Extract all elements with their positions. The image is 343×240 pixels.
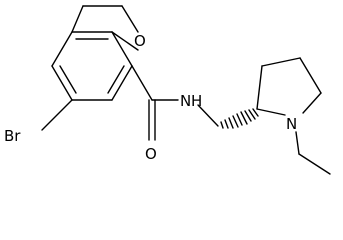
pyrrolidine-nitrogen-label: N	[286, 115, 297, 133]
bond-c3-c4	[261, 57, 301, 67]
bond-c4-c5	[51, 65, 73, 101]
bond-c5-n1	[302, 92, 322, 114]
bond-c3a-c4	[51, 31, 73, 67]
amide-nitrogen-label: N	[180, 92, 191, 110]
hash-8	[248, 109, 256, 120]
benzene-ring	[51, 31, 133, 101]
hash-5	[236, 113, 243, 126]
pyrrolidine-ring	[256, 57, 322, 116]
bond-o1-c7a	[111, 31, 139, 51]
hash-3	[228, 117, 234, 129]
methylene-link	[197, 104, 219, 127]
bond-c5-br	[41, 99, 73, 131]
amide-hydrogen-label: H	[191, 92, 202, 110]
hash-4	[232, 115, 239, 128]
hash-2	[224, 119, 229, 129]
hash-1	[220, 121, 224, 129]
hashed-wedge-bond	[220, 108, 259, 129]
bond-c2-o1	[121, 5, 139, 33]
hash-7	[244, 110, 252, 122]
bromine-bond	[41, 99, 73, 131]
double-bond-c6-c7-inner	[107, 65, 125, 94]
bond-c3a-c3	[71, 5, 84, 33]
amide-group	[131, 65, 179, 141]
molecule-structure: Br O N H O N	[4, 5, 331, 175]
bond-n1-ch2	[295, 131, 300, 155]
bond-n-ch2	[197, 104, 219, 127]
bromine-label: Br	[4, 127, 21, 145]
dihydrofuran-ring	[71, 5, 139, 51]
double-bond-c4-c5-inner	[59, 65, 77, 94]
bond-c7-c7a	[111, 31, 133, 67]
hash-9	[252, 108, 259, 117]
hash-6	[240, 111, 248, 125]
bond-c4-c5	[299, 57, 322, 94]
furan-oxygen-label: O	[134, 32, 146, 50]
bond-c7-carbonyl-carbon	[131, 65, 153, 101]
bond-n1-c2	[256, 108, 286, 116]
bond-c2-c3	[256, 65, 263, 110]
carbonyl-oxygen-label: O	[145, 145, 157, 163]
ethyl-group	[295, 131, 331, 175]
bond-ch2-ch3	[298, 153, 331, 175]
bond-c6-c7	[111, 65, 133, 101]
